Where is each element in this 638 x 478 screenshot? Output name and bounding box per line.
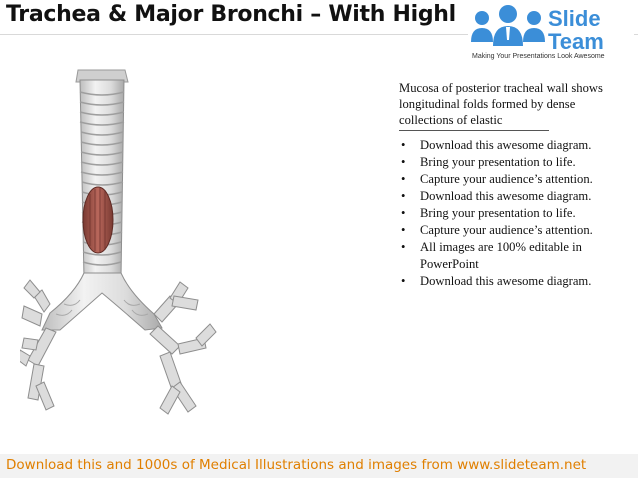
bullet-item: Download this awesome diagram. <box>399 137 635 154</box>
caption-text: Mucosa of posterior tracheal wall shows … <box>399 81 603 127</box>
bullet-item: Download this awesome diagram. <box>399 188 635 205</box>
slide-title: Trachea & Major Bronchi – With Highl <box>6 2 456 27</box>
logo-tagline: Making Your Presentations Look Awesome <box>472 53 605 60</box>
slideteam-logo: Slide Team Making Your Presentations Loo… <box>468 2 634 64</box>
footer-link-text[interactable]: Download this and 1000s of Medical Illus… <box>6 457 587 473</box>
logo-text-team: Team <box>548 29 604 54</box>
trachea-illustration <box>17 68 230 428</box>
bullet-item: Capture your audience’s attention. <box>399 222 635 239</box>
bullet-item: Capture your audience’s attention. <box>399 171 635 188</box>
bullet-item: Bring your presentation to life. <box>399 154 635 171</box>
footer-bar: Download this and 1000s of Medical Illus… <box>0 454 638 478</box>
bullet-item: All images are 100% editable in PowerPoi… <box>399 239 635 273</box>
people-group-icon <box>471 5 545 46</box>
bullet-item: Bring your presentation to life. <box>399 205 635 222</box>
bullet-item: Download this awesome diagram. <box>399 273 635 290</box>
title-divider <box>0 34 638 35</box>
caption-underline <box>399 130 549 131</box>
bullet-list: Download this awesome diagram. Bring you… <box>399 137 635 290</box>
logo-text-slide: Slide <box>548 6 601 31</box>
